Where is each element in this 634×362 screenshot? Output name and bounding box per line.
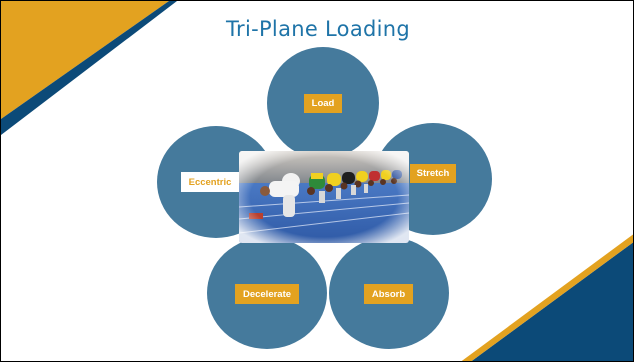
label-absorb: Absorb — [364, 284, 413, 304]
top-left-corner-decoration — [1, 1, 177, 135]
bottom-right-corner-decoration — [461, 234, 633, 361]
label-stretch: Stretch — [410, 164, 456, 183]
label-eccentric: Eccentric — [181, 172, 239, 192]
label-load: Load — [304, 94, 342, 113]
sprinters-photo — [239, 151, 409, 243]
label-decelerate: Decelerate — [235, 284, 299, 304]
slide-title: Tri-Plane Loading — [225, 17, 410, 41]
